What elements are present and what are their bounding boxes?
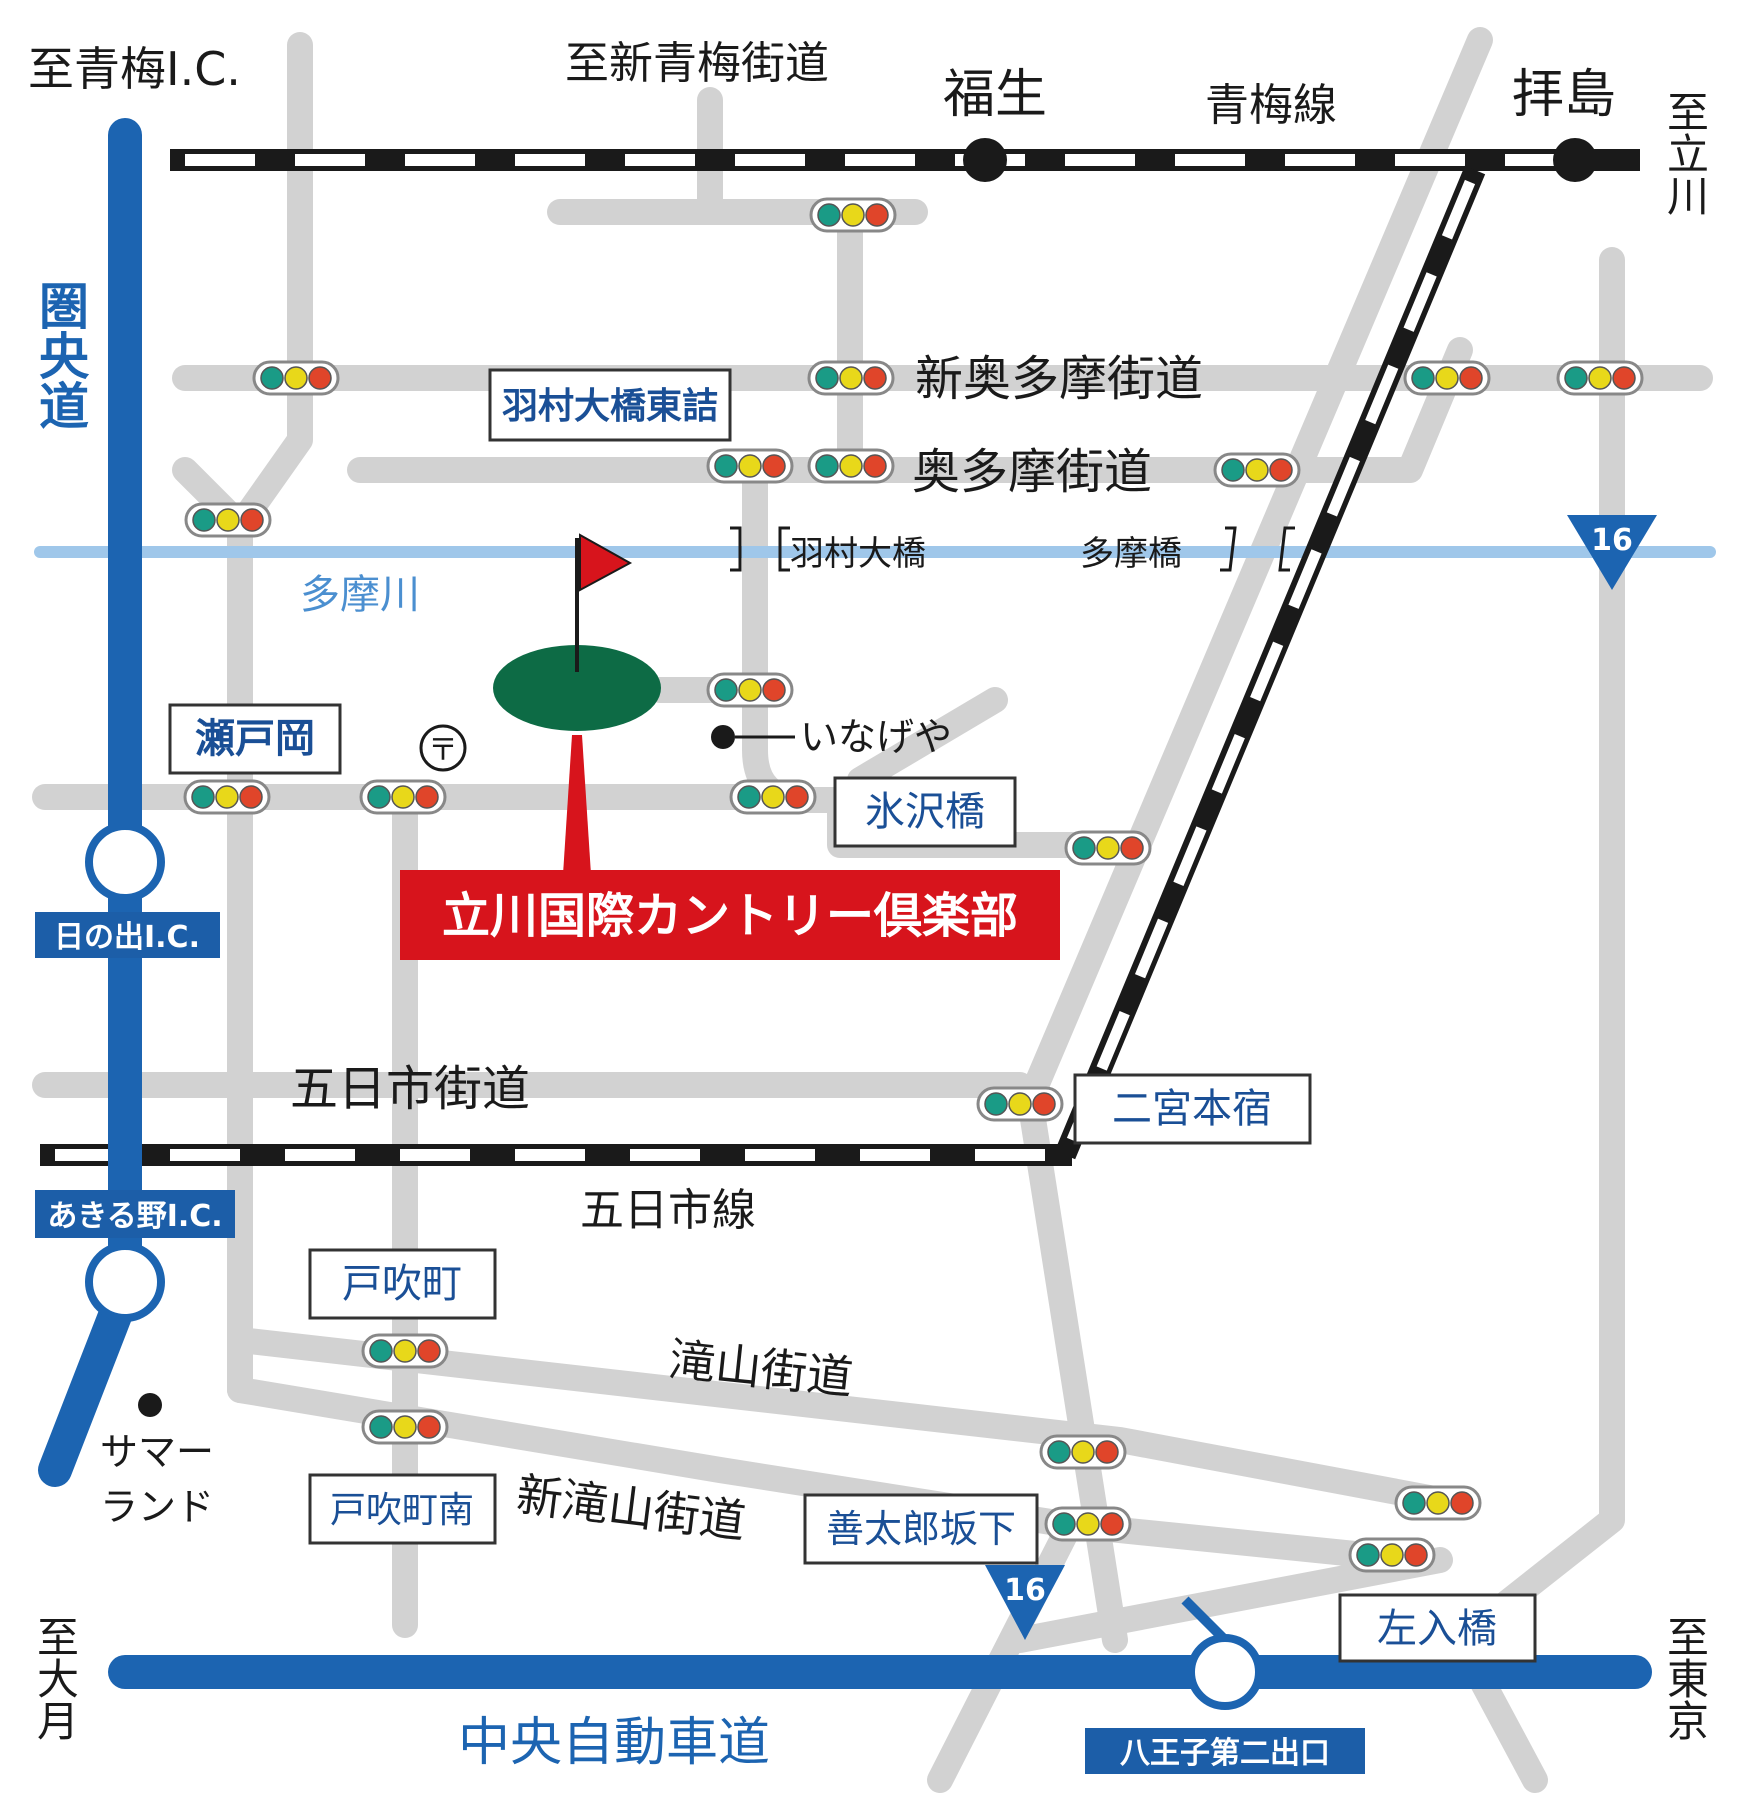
inageya-marker	[711, 725, 735, 749]
akiruno-ic-label: あきる野I.C.	[47, 1199, 222, 1234]
traffic-signal	[976, 1086, 1064, 1122]
traffic-signal	[361, 1409, 449, 1445]
hachioji-daini-exit-box	[1085, 1728, 1365, 1774]
road-inageya-spur	[847, 687, 1008, 793]
boxed-labels: 羽村大橋東詰 瀬戸岡 氷沢橋 二宮本宿 戸吹町 戸吹町南 善太郎坂下 左入橋	[168, 368, 1537, 1663]
sairiribashi-label: 左入橋	[1377, 1606, 1497, 1652]
tamagawa-label: 多摩川	[300, 572, 420, 618]
kenodo-label: 圏央道	[31, 280, 89, 430]
tobukicho-minami-box	[308, 1473, 497, 1545]
summerland-label-1: サマー	[100, 1430, 214, 1474]
bridge-brackets	[730, 526, 1295, 572]
to-otsuki-label: 至大月	[31, 1615, 80, 1741]
traffic-signal	[1348, 1537, 1436, 1573]
route16-north-label: 16	[1591, 523, 1633, 558]
tobukicho-label: 戸吹町	[342, 1261, 462, 1307]
shin-okutama-kaido-label: 新奥多摩街道	[915, 351, 1203, 407]
hinode-ic-label: 日の出I.C.	[54, 920, 200, 955]
fussa-label: 福生	[943, 65, 1047, 125]
itsukaichi-line-label: 五日市線	[580, 1185, 756, 1236]
to-shin-ome-kaido-label: 至新青梅街道	[565, 38, 829, 89]
tobukicho-box	[308, 1248, 497, 1320]
traffic-signal	[184, 502, 272, 538]
summerland-label-2: ランド	[100, 1485, 214, 1529]
route16-south-shield	[985, 1565, 1065, 1640]
ninomiya-honjuku-box	[1073, 1073, 1312, 1145]
haijima-label: 拝島	[1512, 65, 1616, 125]
inageya-label: いなげや	[800, 715, 952, 759]
akiruno-ic-marker	[85, 1242, 165, 1322]
course-pointer	[562, 735, 592, 890]
traffic-signal	[809, 197, 897, 233]
traffic-signal	[1213, 452, 1301, 488]
hachioji-daini-exit-marker	[1187, 1634, 1263, 1710]
itsukaichi-line-diagonal-dash	[1066, 179, 1476, 1143]
route16-south-label: 16	[1004, 1573, 1046, 1608]
traffic-signal	[706, 672, 794, 708]
sairiribashi-box	[1338, 1593, 1537, 1663]
traffic-signal	[729, 779, 817, 815]
traffic-signal	[252, 360, 340, 396]
haijima-station	[1553, 138, 1597, 182]
traffic-signal	[183, 779, 271, 815]
akiruno-ic-box	[35, 1190, 235, 1238]
post-office-symbol: 〒	[428, 733, 458, 768]
traffic-signal	[706, 448, 794, 484]
traffic-signal	[361, 1333, 449, 1369]
traffic-signal	[1403, 360, 1491, 396]
tobukicho-minami-label: 戸吹町南	[330, 1490, 474, 1531]
hinode-ic-box	[35, 912, 220, 958]
flag-icon	[579, 533, 633, 592]
chuo-expressway-label: 中央自動車道	[458, 1713, 770, 1773]
hamura-ohashi-label: 羽村大橋	[790, 534, 926, 574]
summerland-marker	[138, 1393, 162, 1417]
golf-green	[493, 645, 661, 731]
tamabashi-label: 多摩橋	[1080, 534, 1182, 574]
hisawabashi-label: 氷沢橋	[865, 789, 985, 835]
traffic-signal	[1556, 360, 1644, 396]
setooka-box	[168, 703, 342, 775]
traffic-signal	[359, 779, 447, 815]
hamura-ohashi-higashizume-box	[488, 368, 732, 442]
zentaro-sakashita-label: 善太郎坂下	[826, 1507, 1016, 1551]
hinode-ic-marker	[85, 822, 165, 902]
road-route16-south	[1007, 1547, 1453, 1653]
zentaro-sakashita-box	[803, 1493, 1039, 1565]
setooka-label: 瀬戸岡	[195, 716, 315, 762]
road-west-vertical	[227, 32, 313, 538]
itsukaichi-kaido-label: 五日市街道	[290, 1061, 530, 1117]
traffic-signal	[1064, 830, 1152, 866]
post-office-icon	[419, 724, 467, 772]
okutama-kaido-label: 奥多摩街道	[912, 444, 1152, 500]
traffic-signal	[807, 360, 895, 396]
course-name-box	[400, 870, 1060, 960]
to-ome-ic-label: 至青梅I.C.	[28, 42, 241, 96]
traffic-signal	[1394, 1485, 1482, 1521]
hamura-ohashi-higashizume-label: 羽村大橋東詰	[502, 386, 718, 427]
to-tachikawa-label: 至立川	[1661, 90, 1710, 216]
hachioji-exit-ramp	[1181, 1596, 1229, 1644]
hachioji-daini-exit-label: 八王子第二出口	[1120, 1736, 1330, 1771]
fussa-station	[963, 138, 1007, 182]
traffic-signal	[1039, 1434, 1127, 1470]
hisawabashi-box	[833, 776, 1017, 848]
route16-north-shield	[1567, 515, 1657, 590]
course-name: 立川国際カントリー倶楽部	[442, 888, 1018, 944]
traffic-signal	[807, 448, 895, 484]
to-tokyo-label: 至東京	[1661, 1615, 1710, 1741]
traffic-signals	[183, 197, 1644, 1573]
ome-line-label: 青梅線	[1205, 80, 1337, 131]
road-route16-east	[1447, 247, 1625, 1793]
ninomiya-honjuku-label: 二宮本宿	[1112, 1086, 1272, 1132]
traffic-signal	[1044, 1506, 1132, 1542]
